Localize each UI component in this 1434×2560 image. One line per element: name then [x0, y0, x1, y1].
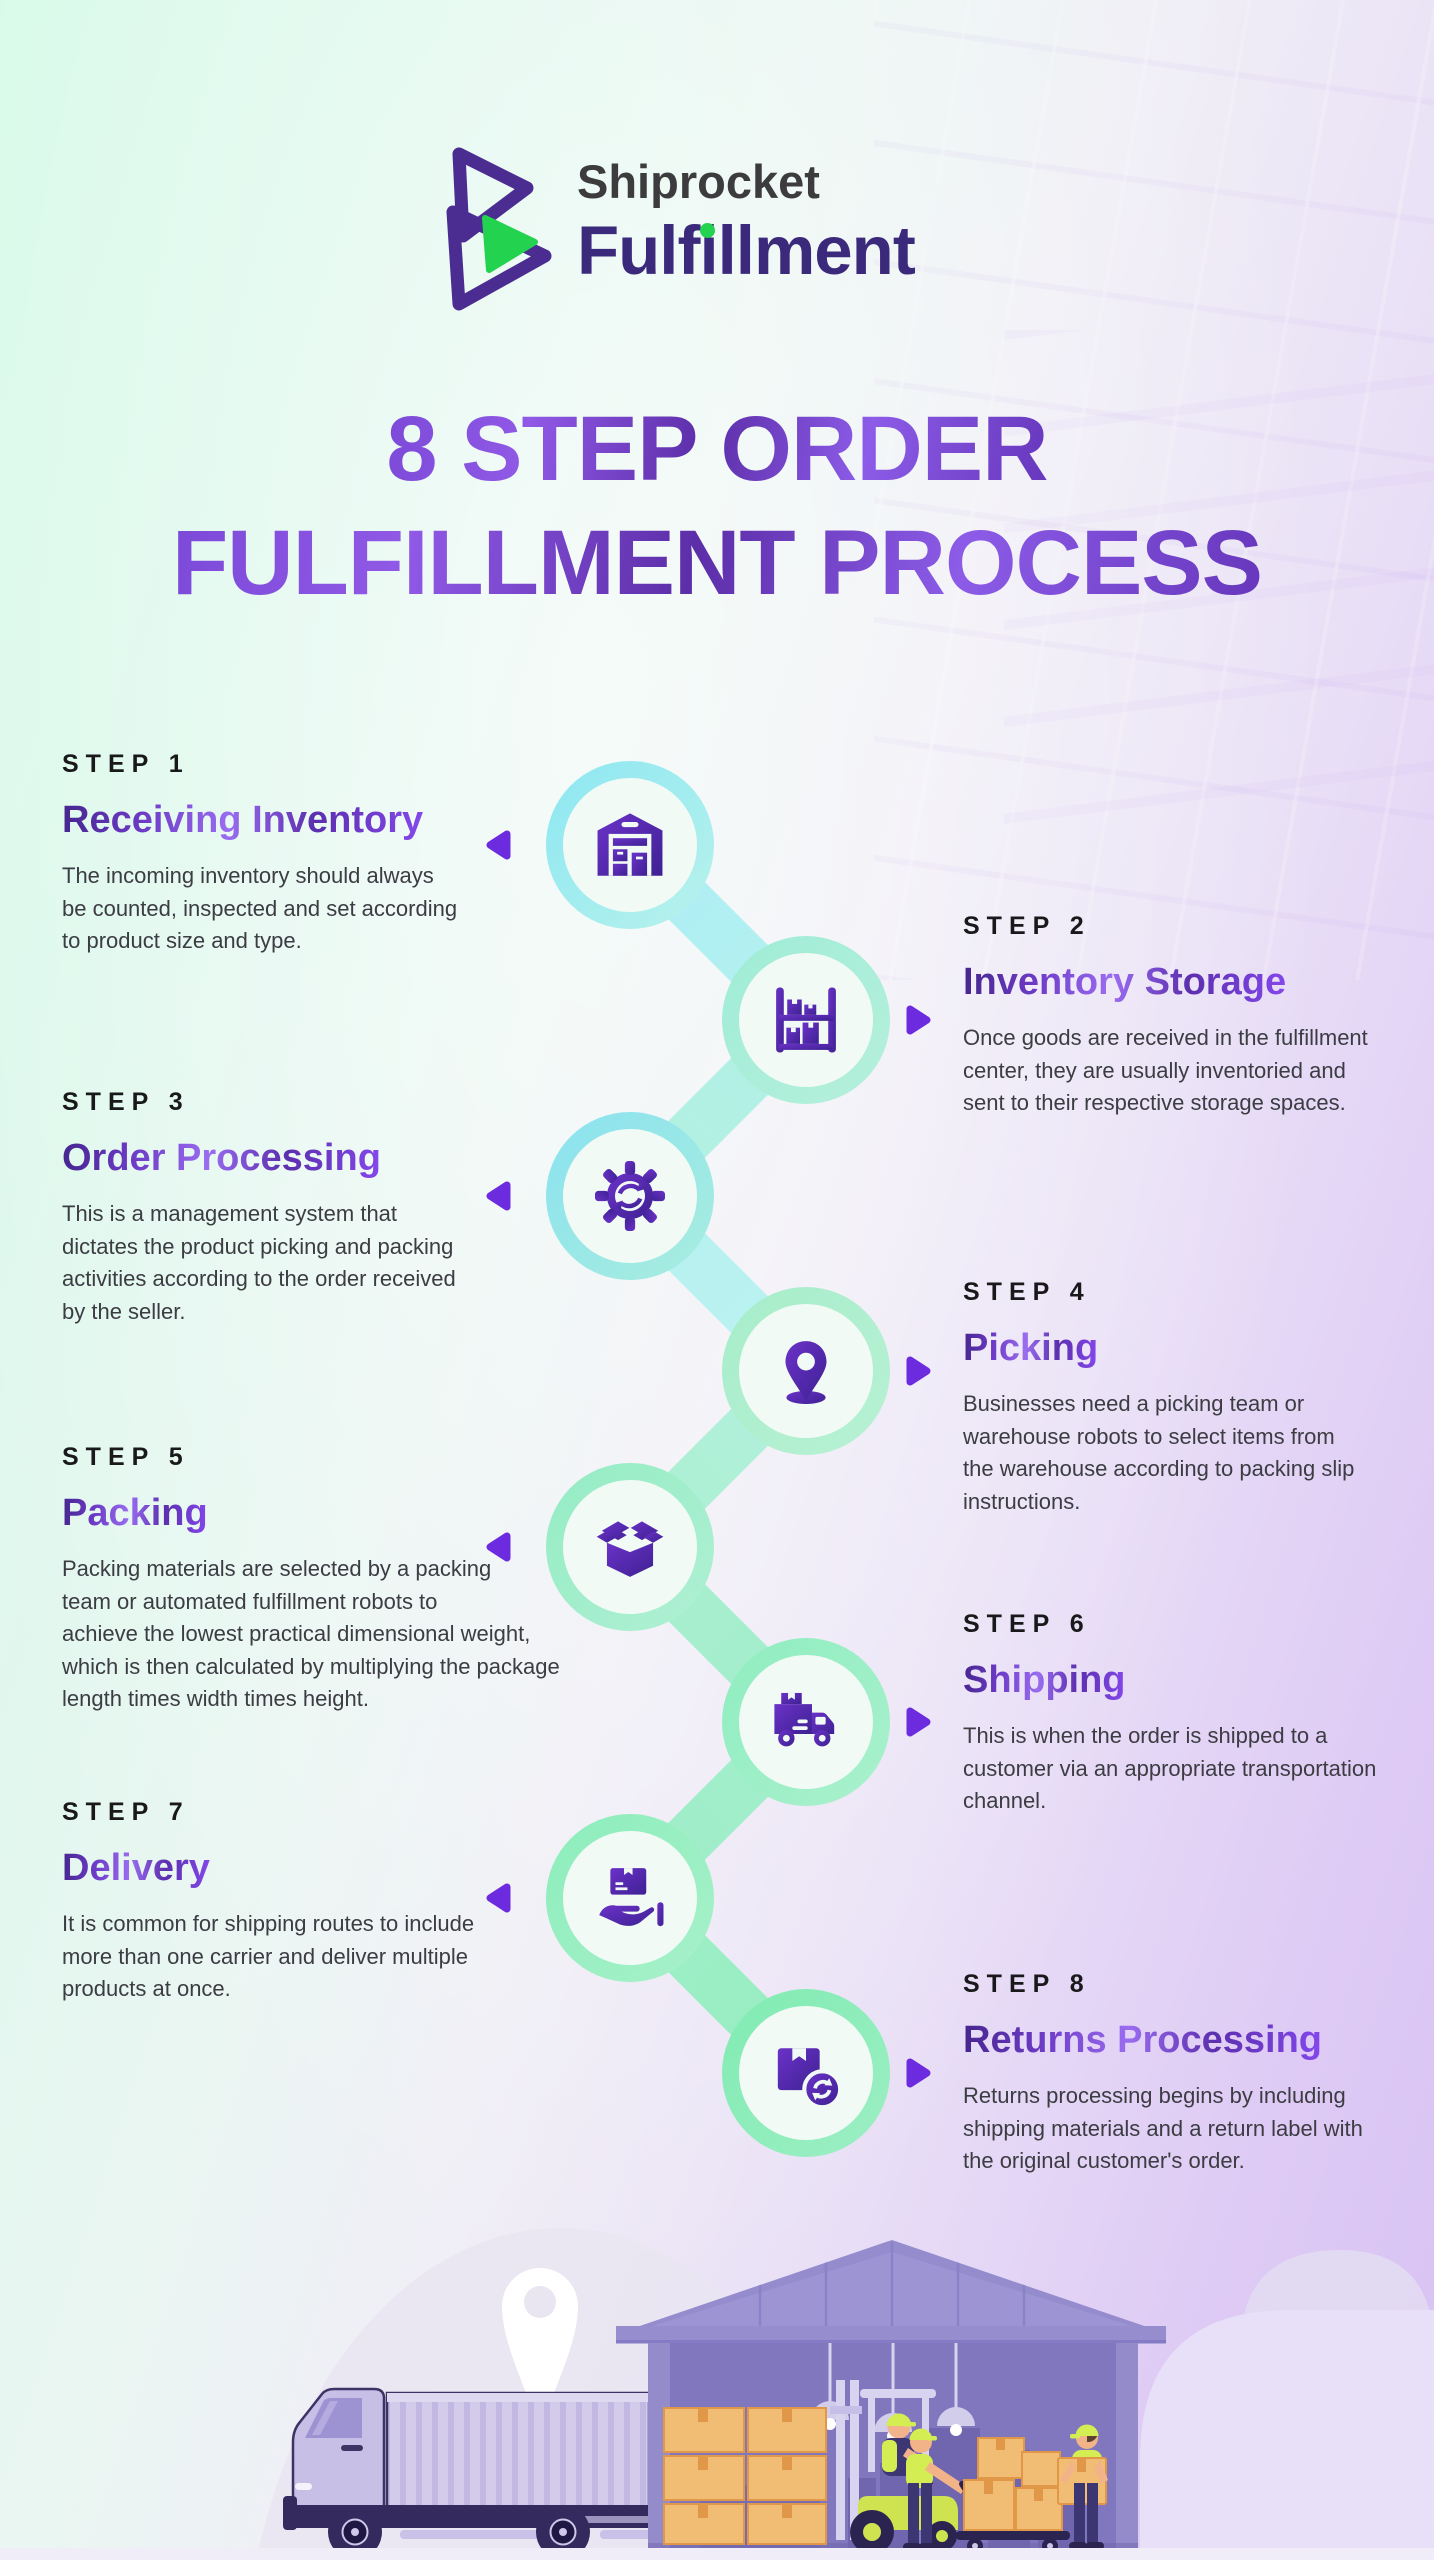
- warehouse-scene-illustration: [0, 2228, 1434, 2560]
- logo-brand-text: Shiprocket: [577, 155, 820, 208]
- step-8-description: Returns processing begins by including s…: [963, 2083, 1363, 2173]
- step-7-description: It is common for shipping routes to incl…: [62, 1911, 475, 2001]
- step-5-block: STEP 5 Packing Packing materials are sel…: [62, 1443, 622, 1716]
- location-pin: [502, 2268, 578, 2430]
- step-5-title: Packing: [62, 1492, 208, 1534]
- warehouse-icon: [597, 813, 663, 876]
- step-4-description: Businesses need a picking team or wareho…: [963, 1391, 1355, 1514]
- step-7-block: STEP 7 Delivery It is common for shippin…: [62, 1798, 532, 2006]
- worker-with-cart: [903, 2428, 1070, 2554]
- step-5-label: STEP 5: [62, 1443, 190, 1471]
- step-7-pointer-left-icon: [486, 1883, 511, 1913]
- logo: Shiprocket Fulfillment: [423, 140, 916, 316]
- step-3-description: This is a management system that dictate…: [62, 1201, 456, 1324]
- step-6-description: This is when the order is shipped to a c…: [963, 1723, 1377, 1813]
- node-step-5: [546, 1463, 714, 1631]
- step-3-pointer-left-icon: [486, 1181, 511, 1211]
- step-4-title: Picking: [963, 1327, 1099, 1369]
- location-pin-icon: [785, 1341, 827, 1404]
- step-1-title: Receiving Inventory: [62, 799, 424, 841]
- node-step-2: [722, 936, 890, 1104]
- step-2-block: STEP 2 Inventory Storage Once goods are …: [963, 912, 1413, 1120]
- storage-rack-icon: [776, 987, 836, 1053]
- step-2-description: Once goods are received in the fulfillme…: [963, 1025, 1368, 1115]
- step-7-label: STEP 7: [62, 1798, 190, 1826]
- gear-sync-icon: [594, 1160, 666, 1232]
- green-dot-icon: [700, 223, 715, 238]
- step-1-label: STEP 1: [62, 750, 190, 778]
- node-step-3: [546, 1112, 714, 1280]
- open-box-icon: [596, 1521, 664, 1577]
- logo-product-text: Fulfillment: [577, 212, 916, 289]
- step-8-title: Returns Processing: [963, 2019, 1322, 2061]
- shiprocket-logo-icon: [446, 147, 552, 311]
- step-6-pointer-right-icon: [906, 1707, 931, 1737]
- step-1-description: The incoming inventory should always be …: [62, 863, 458, 953]
- step-2-title: Inventory Storage: [963, 961, 1287, 1003]
- page-title-line2: FULFILLMENT PROCESS: [172, 506, 1263, 620]
- delivery-truck: [283, 2387, 695, 2559]
- ground-strip: [0, 2548, 1434, 2560]
- step-5-description: Packing materials are selected by a pack…: [62, 1556, 560, 1711]
- step-8-block: STEP 8 Returns Processing Returns proces…: [963, 1970, 1413, 2178]
- step-8-label: STEP 8: [963, 1970, 1091, 1998]
- step-4-label: STEP 4: [963, 1278, 1091, 1306]
- step-4-block: STEP 4 Picking Businesses need a picking…: [963, 1278, 1413, 1518]
- box-return-icon: [777, 2048, 843, 2110]
- step-5-pointer-left-icon: [486, 1532, 511, 1562]
- delivery-truck-icon: [774, 1692, 835, 1747]
- page-title-line1: 8 STEP ORDER: [386, 392, 1048, 506]
- node-step-7: [546, 1814, 714, 1982]
- hand-box-icon: [599, 1868, 664, 1927]
- step-8-pointer-right-icon: [906, 2058, 931, 2088]
- node-step-4: [722, 1287, 890, 1455]
- box-stack: [663, 2407, 827, 2545]
- node-step-8: [722, 1989, 890, 2157]
- page-title: 8 STEP ORDER FULFILLMENT PROCESS: [0, 392, 1434, 620]
- step-1-block: STEP 1 Receiving Inventory The incoming …: [62, 750, 532, 958]
- step-4-pointer-right-icon: [906, 1356, 931, 1386]
- node-step-1: [546, 761, 714, 929]
- step-3-title: Order Processing: [62, 1137, 381, 1179]
- step-3-label: STEP 3: [62, 1088, 190, 1116]
- step-6-title: Shipping: [963, 1659, 1126, 1701]
- step-7-title: Delivery: [62, 1847, 210, 1889]
- step-6-block: STEP 6 Shipping This is when the order i…: [963, 1610, 1413, 1818]
- node-step-6: [722, 1638, 890, 1806]
- step-2-pointer-right-icon: [906, 1005, 931, 1035]
- step-1-pointer-left-icon: [486, 830, 511, 860]
- step-2-label: STEP 2: [963, 912, 1091, 940]
- step-3-block: STEP 3 Order Processing This is a manage…: [62, 1088, 532, 1328]
- step-6-label: STEP 6: [963, 1610, 1091, 1638]
